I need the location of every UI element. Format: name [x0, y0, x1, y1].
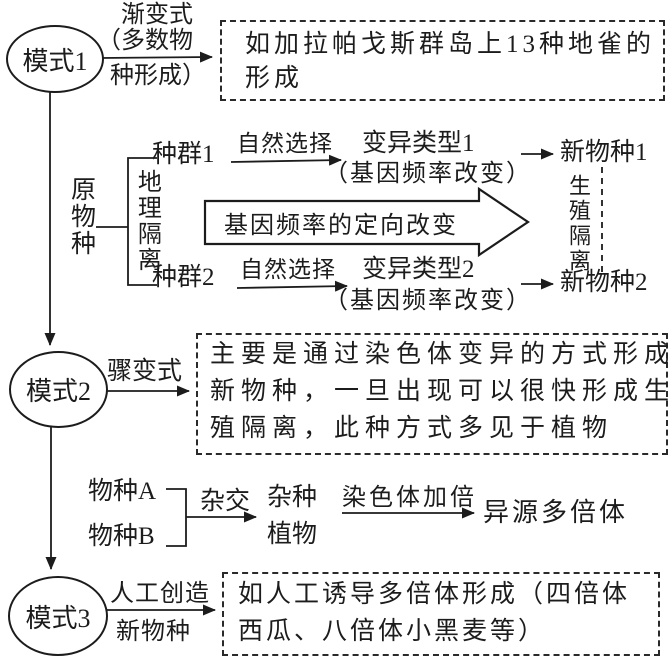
big-arrow-directional-change: [203, 186, 530, 258]
variation-type1-label: 变异类型1: [362, 130, 475, 157]
natural-selection2-label: 自然选择: [240, 257, 336, 282]
population1-label: 种群1: [152, 141, 215, 168]
mode1-edge-label-line3: 种形成）: [110, 63, 206, 89]
description-box-mode2-line2: 新物种，一旦出现可以很快形成生: [210, 378, 671, 405]
arrow-selection-1: [230, 154, 342, 166]
node-mode3: 模式3: [8, 576, 108, 656]
example-box-mode1: 如加拉帕戈斯群岛上13种地雀的 形成: [220, 20, 665, 101]
node-mode3-label: 模式3: [25, 603, 91, 633]
example-box-mode3-line2: 西瓜、八倍体小黑麦等）: [238, 618, 547, 645]
example-box-mode3: 如人工诱导多倍体形成（四倍体 西瓜、八倍体小黑麦等）: [222, 572, 660, 656]
geographic-isolation-label: 地理隔离: [133, 169, 160, 273]
description-box-mode2-line3: 殖隔离，此种方式多见于植物: [210, 415, 614, 442]
mode3-edge-label-line1: 人工创造: [110, 581, 210, 607]
node-mode2: 模式2: [9, 351, 108, 428]
hybrid-plant-line2: 植物: [267, 521, 318, 548]
example-box-mode1-line2: 形成: [245, 65, 304, 92]
bracket-species-ab: [166, 488, 187, 547]
example-box-mode1-line1: 如加拉帕戈斯群岛上13种地雀的: [245, 31, 656, 58]
directional-change-label: 基因频率的定向改变: [224, 212, 458, 239]
natural-selection1-label: 自然选择: [237, 131, 333, 156]
variation-type2-label: 变异类型2: [362, 256, 475, 283]
variation-type2-note: （基因频率改变）: [324, 288, 532, 314]
example-box-mode3-line1: 如人工诱导多倍体形成（四倍体: [238, 581, 631, 608]
variation-type1-note: （基因频率改变）: [324, 161, 532, 187]
species-a-label: 物种A: [88, 478, 157, 505]
allopolyploid-label: 异源多倍体: [483, 498, 629, 527]
arrow-selection-2: [236, 280, 348, 292]
description-box-mode2-line1: 主要是通过染色体变异的方式形成: [210, 341, 671, 368]
chromosome-doubling-label: 染色体加倍: [342, 485, 477, 511]
arrow-mode1-to-example: [99, 51, 213, 63]
reproductive-isolation-label: 生殖隔离: [565, 174, 591, 274]
mode1-edge-label-line1: 渐变式: [121, 2, 193, 28]
description-box-mode2: 主要是通过染色体变异的方式形成 新物种，一旦出现可以很快形成生 殖隔离，此种方式…: [196, 333, 671, 455]
mode3-edge-label-line2: 新物种: [116, 619, 191, 645]
hybrid-plant-line1: 杂种: [267, 484, 318, 511]
original-species-label: 原物种: [67, 176, 95, 257]
node-mode1-label: 模式1: [22, 46, 88, 76]
bracket-populations: [127, 157, 157, 286]
new-species1-label: 新物种1: [560, 139, 648, 166]
mode2-edge-label: 骤变式: [107, 358, 183, 385]
new-species2-label: 新物种2: [560, 269, 648, 296]
node-mode1: 模式1: [6, 25, 104, 93]
mode1-edge-label-line2: （多数物: [97, 28, 193, 54]
node-mode2-label: 模式2: [25, 377, 91, 406]
cross-label: 杂交: [200, 488, 251, 515]
species-b-label: 物种B: [88, 523, 155, 550]
population2-label: 种群2: [152, 264, 215, 291]
